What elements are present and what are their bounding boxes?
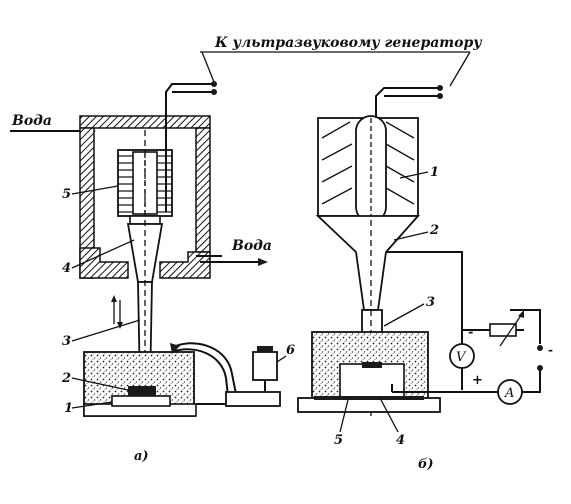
water-out-label: Вода (231, 238, 272, 254)
water-out-arrowhead (258, 258, 268, 266)
vibration-arrows (111, 295, 123, 329)
terminal-a2 (211, 89, 217, 95)
generator-label: К ультразвуковому генератору (214, 35, 482, 51)
abrasive-bath (83, 351, 197, 417)
leader-a-6 (276, 355, 287, 363)
terminal-b2 (437, 93, 443, 99)
water-in-label: Вода (11, 113, 52, 129)
voltmeter-label: V (456, 350, 467, 365)
leader-b-3 (383, 303, 425, 327)
sign-plus: + (472, 373, 483, 388)
leader-b-2 (393, 231, 429, 241)
label-a-3: 3 (62, 334, 71, 349)
electrical-circuit: V - + - A (386, 251, 553, 405)
rheostat-slider (499, 313, 523, 347)
terminal-a1 (211, 81, 217, 87)
circuit-wire-top (386, 251, 478, 331)
label-a-4: 4 (62, 261, 71, 276)
panel-a-lead-wire (165, 83, 214, 212)
leader-b-1 (399, 171, 429, 179)
leader-a-2 (71, 377, 129, 391)
label-a-6: 6 (286, 343, 295, 358)
label-a-2: 2 (61, 371, 71, 386)
panel-a: Вода Вода (10, 81, 295, 464)
leader-b-5 (339, 399, 349, 433)
return-pipe-outer (175, 342, 237, 395)
label-b-3: 3 (426, 295, 435, 310)
label-b-2: 2 (429, 223, 439, 238)
leader-a-1 (71, 401, 113, 409)
leader-a-3 (71, 319, 141, 342)
generator-callout: К ультразвуковому генератору (200, 35, 482, 87)
terminal-b3 (537, 345, 543, 351)
sign-minus-left: - (468, 325, 473, 340)
sign-minus-right: - (548, 343, 553, 357)
panel-b: V - + - A 1 2 3 5 4 б) (297, 85, 553, 472)
leader-to-panel-b (449, 51, 471, 87)
ammeter-label: A (504, 386, 514, 401)
label-b-5: 5 (334, 433, 343, 448)
label-b-4: 4 (396, 433, 405, 448)
label-a-5: 5 (62, 187, 71, 202)
panel-b-lead-wire (375, 87, 440, 118)
workpiece-a (128, 386, 156, 396)
abrasive-pump (170, 342, 281, 407)
transducer-housing-b (317, 115, 419, 223)
leader-to-panel-a (201, 51, 215, 83)
return-pipe-inner (171, 348, 229, 397)
return-arrowhead (170, 343, 180, 354)
leader-b-4 (379, 397, 399, 433)
tool-tip-b (362, 362, 382, 368)
leader-a-4 (71, 239, 135, 269)
workpiece-b (314, 396, 424, 400)
abrasive-bath-b (297, 331, 441, 413)
rheostat (489, 323, 517, 337)
circuit-wire-right (510, 309, 541, 344)
panel-b-caption: б) (418, 457, 434, 472)
terminal-b1 (437, 85, 443, 91)
panel-a-caption: а) (134, 449, 149, 464)
label-a-1: 1 (64, 401, 73, 416)
leader-a-5 (71, 185, 119, 195)
label-b-1: 1 (430, 165, 439, 180)
cooling-housing (79, 115, 211, 279)
